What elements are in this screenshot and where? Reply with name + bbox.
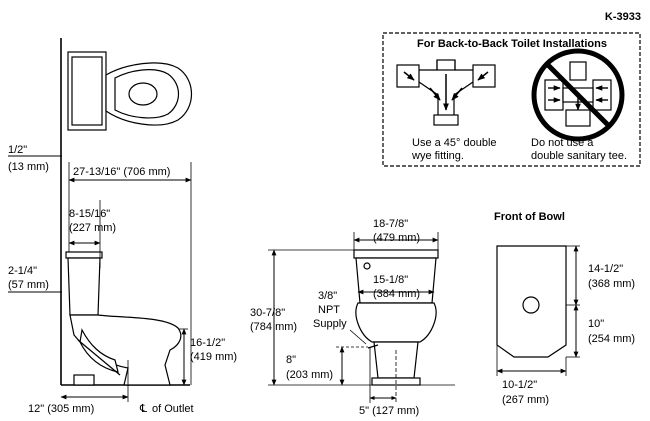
lower-dim-1: 10": [588, 318, 604, 330]
supply-offset-dim: 5" (127 mm): [359, 405, 419, 417]
outlet-offset-dim: 12" (305 mm): [28, 403, 94, 415]
floor-to-tank-dim-1: 2-1/4": [8, 265, 37, 277]
tank-width-dim-1: 18-7/8": [373, 218, 408, 230]
bowl-width-dim-2: (384 mm): [373, 288, 420, 300]
offset-dim-2: (13 mm): [8, 161, 49, 173]
width-dim-1: 10-1/2": [502, 379, 537, 391]
supply-label-1: 3/8": [318, 290, 337, 302]
tank-width-dim-2: (479 mm): [373, 232, 420, 244]
lower-dim-2: (254 mm): [588, 333, 635, 345]
tank-setback-dim-2: (227 mm): [69, 222, 116, 234]
depth-dim: 27-13/16" (706 mm): [73, 166, 170, 178]
floor-to-tank-dim-2: (57 mm): [8, 279, 49, 291]
total-height-dim-2: (784 mm): [250, 321, 297, 333]
prohibited-sanitary-tee-icon: [531, 48, 625, 142]
model-number: K-3933: [605, 11, 641, 23]
tank-setback-dim-1: 8-15/16": [69, 208, 110, 220]
bowl-front-icon: [496, 245, 567, 358]
outlet-label: of Outlet: [152, 403, 194, 415]
wye-fitting-icon: [396, 59, 496, 126]
supply-height-dim-2: (203 mm): [286, 369, 333, 381]
rim-height-dim-2: (419 mm): [190, 351, 237, 363]
offset-dim-1: 1/2": [8, 144, 27, 156]
supply-height-dim-1: 8": [286, 354, 296, 366]
bowl-width-dim-1: 15-1/8": [373, 274, 408, 286]
inset-title: For Back-to-Back Toilet Installations: [417, 38, 607, 50]
do-text-1: Use a 45° double: [412, 137, 497, 149]
supply-label-2: NPT: [318, 304, 340, 316]
front-of-bowl-title: Front of Bowl: [494, 211, 565, 223]
side-elevation-icon: [65, 251, 182, 386]
do-text-2: wye fitting.: [411, 150, 464, 162]
rim-height-dim-1: 16-1/2": [190, 337, 225, 349]
width-dim-2: (267 mm): [502, 394, 549, 406]
side-view: 1/2" (13 mm) 27-13/16" (706 mm) 8-15/16"…: [8, 38, 237, 415]
upper-dim-1: 14-1/2": [588, 263, 623, 275]
supply-label-3: Supply: [313, 318, 347, 330]
back-to-back-inset: For Back-to-Back Toilet Installations Us…: [382, 32, 641, 167]
front-view: 18-7/8" (479 mm) 15-1/8" (384 mm) 30-7/8…: [250, 218, 455, 417]
dont-text-1: Do not use a: [531, 137, 594, 149]
plan-view-icon: [67, 51, 192, 131]
total-height-dim-1: 30-7/8": [250, 307, 285, 319]
upper-dim-2: (368 mm): [588, 278, 635, 290]
centerline-symbol: ℄: [139, 403, 147, 415]
dont-text-2: double sanitary tee.: [531, 150, 627, 162]
front-of-bowl: Front of Bowl 14-1/2" (368 mm) 10" (254 …: [494, 211, 635, 406]
